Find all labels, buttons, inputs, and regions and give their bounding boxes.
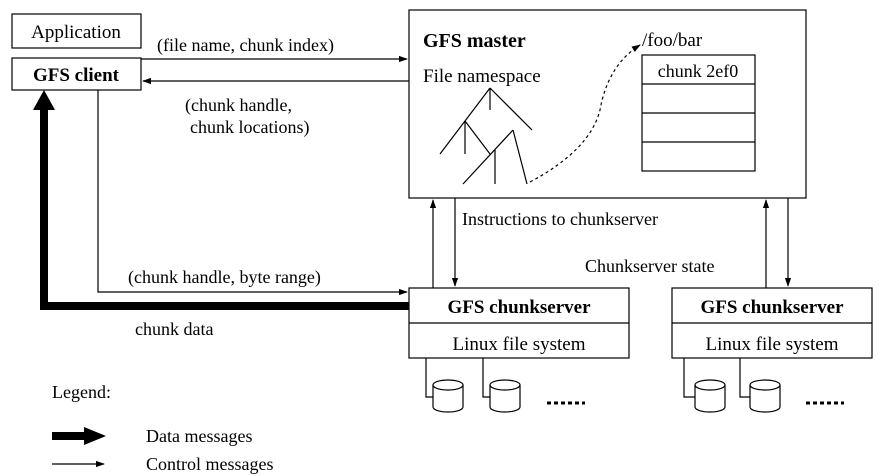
data-messages-legend-arrowhead	[84, 427, 106, 445]
namespace-to-file-dashed-arrow	[529, 44, 641, 183]
byte-range-request-label: (chunk handle, byte range)	[128, 267, 321, 288]
chunk-data-flow	[40, 106, 409, 310]
chunkserver-2-disks	[683, 358, 844, 413]
request-label: (file name, chunk index)	[157, 35, 334, 56]
master-group: GFS master File namespace /foo/bar chunk…	[408, 9, 807, 199]
gfs-client-label: GFS client	[33, 65, 120, 86]
chunk-data-label: chunk data	[135, 319, 213, 339]
chunkserver-1-title: GFS chunkserver	[447, 297, 591, 318]
path-label: /foo/bar	[642, 30, 703, 51]
chunkserver-state-label: Chunkserver state	[585, 256, 714, 276]
chunkserver-1-group: GFS chunkserver Linux file system	[408, 287, 630, 413]
master-title: GFS master	[423, 30, 526, 52]
chunkserver-2-fs-label: Linux file system	[706, 334, 839, 355]
application-label: Application	[31, 22, 121, 43]
disk-icon	[694, 379, 726, 413]
gfs-client-box	[11, 57, 142, 91]
chunkserver-2-title: GFS chunkserver	[700, 297, 844, 318]
namespace-tree-icon	[439, 87, 533, 185]
disk-icon	[432, 379, 464, 413]
legend-title: Legend:	[52, 382, 111, 402]
disk-icon	[749, 379, 781, 413]
chunk-entry-label: chunk 2ef0	[658, 61, 738, 81]
chunk-data-arrowhead	[33, 90, 55, 110]
disk-icon	[489, 379, 521, 413]
legend-control-messages: Control messages	[146, 454, 274, 474]
legend: Legend: Data messages Control messages	[52, 382, 274, 474]
chunkserver-2-group: GFS chunkserver Linux file system	[671, 287, 873, 413]
legend-data-messages: Data messages	[146, 426, 252, 446]
reply-label-line1: (chunk handle,	[185, 95, 292, 116]
client-group: Application GFS client	[11, 13, 142, 91]
chunkserver-1-fs-label: Linux file system	[453, 334, 586, 355]
application-box	[11, 13, 142, 49]
reply-label-line2: chunk locations)	[190, 117, 309, 138]
chunkserver-1-disks	[425, 358, 585, 413]
namespace-label: File namespace	[423, 66, 541, 87]
byte-range-request-arrow	[97, 90, 408, 296]
instructions-label: Instructions to chunkserver	[462, 209, 658, 229]
